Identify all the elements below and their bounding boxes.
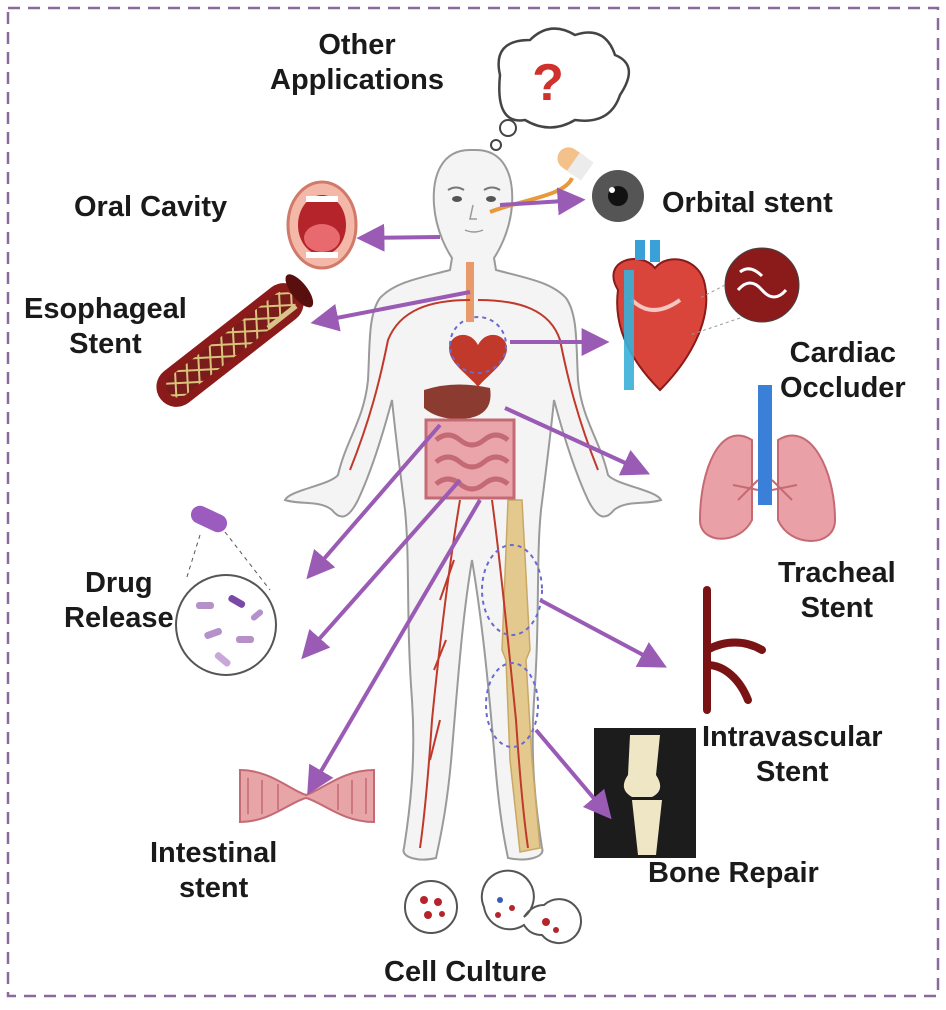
intestine-section-icon: [240, 770, 374, 822]
knee-joint-icon: [594, 728, 696, 858]
label-orbital-stent: Orbital stent: [662, 186, 833, 221]
label-intestinal-stent: Intestinal stent: [150, 836, 277, 906]
eye-icon: [592, 170, 644, 222]
label-tracheal-stent: Tracheal Stent: [778, 556, 896, 626]
question-mark-icon: ?: [532, 54, 564, 112]
label-intravascular-stent: Intravascular Stent: [702, 720, 883, 790]
label-cell-culture: Cell Culture: [384, 955, 547, 990]
heart-icon: [613, 240, 706, 390]
liver: [424, 384, 491, 418]
label-esophageal-stent: Esophageal Stent: [24, 292, 187, 362]
label-other-applications: Other Applications: [270, 28, 444, 98]
intestines: [426, 420, 514, 498]
arrow-intravascular: [540, 600, 662, 665]
eye-left: [452, 196, 462, 202]
lungs-icon: [700, 385, 835, 541]
mouth-icon: [288, 182, 356, 268]
label-drug-release: Drug Release: [64, 566, 174, 636]
branching-vessel-icon: [707, 590, 762, 710]
eye-right: [486, 196, 496, 202]
cell-dish-icon: [405, 871, 581, 943]
capsule-icon: [553, 143, 593, 181]
label-cardiac-occluder: Cardiac Occluder: [780, 336, 906, 406]
thought-bubble-icon: ?: [491, 29, 629, 150]
arrow-oral: [362, 237, 440, 238]
bacteria-icon: [176, 503, 276, 675]
label-oral-cavity: Oral Cavity: [74, 190, 227, 225]
label-bone-repair: Bone Repair: [648, 856, 819, 891]
